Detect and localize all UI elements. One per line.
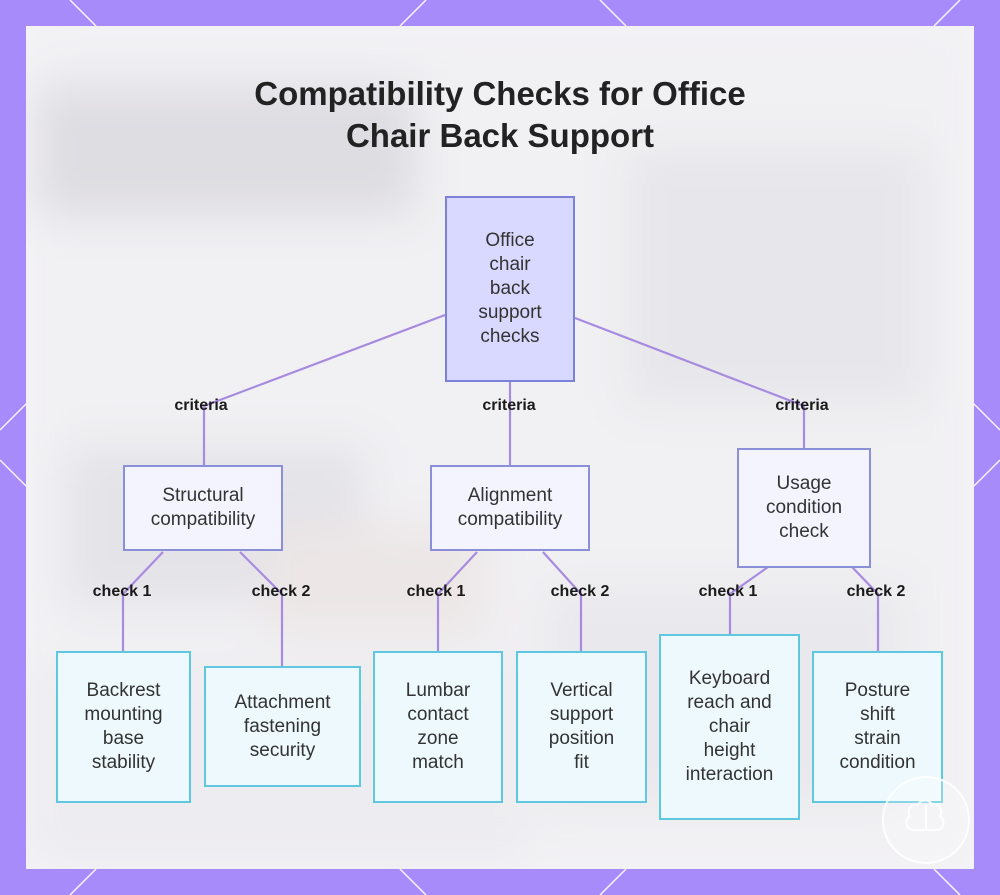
check-line: Backrest — [86, 680, 161, 701]
title-line-2: Chair Back Support — [345, 117, 655, 154]
edge-label-criteria-usage: criteria — [775, 397, 829, 414]
category-line: compatibility — [150, 509, 256, 530]
connector-structural-attachment — [239, 551, 284, 667]
root-node: Office chair back support checks — [445, 196, 575, 382]
connector-lines — [121, 313, 880, 667]
category-node-alignment: Alignment compatibility — [430, 465, 590, 551]
category-node-structural: Structural compatibility — [123, 465, 283, 551]
connector-root-structural — [202, 313, 446, 466]
root-line: back — [489, 278, 531, 299]
connector-root-usage — [574, 316, 806, 449]
check-line: zone — [417, 728, 459, 749]
connector-structural-backrest — [121, 551, 164, 652]
root-line: support — [478, 302, 542, 323]
check-line: stability — [91, 752, 156, 773]
category-line: Alignment — [467, 485, 553, 506]
check-node-attachment: Attachment fastening security — [204, 666, 361, 787]
category-line: compatibility — [457, 509, 563, 530]
check-line: support — [549, 704, 614, 725]
connector-usage-keyboard — [728, 566, 769, 635]
category-line: condition — [765, 497, 843, 518]
check-line: reach and — [687, 692, 772, 713]
logo-badge-icon — [882, 776, 970, 864]
root-line: Office — [485, 230, 535, 251]
connector-alignment-vertical — [542, 551, 583, 652]
check-line: chair — [708, 716, 751, 737]
brain-icon — [905, 799, 945, 831]
check-line: Vertical — [550, 680, 613, 701]
check-line: Posture — [844, 680, 911, 701]
check-line: strain — [854, 728, 901, 749]
check-line: contact — [407, 704, 469, 725]
check-line: position — [548, 728, 615, 749]
edge-label-check1-alignment: check 1 — [406, 583, 466, 600]
title-line-1: Compatibility Checks for Office — [254, 75, 746, 112]
root-line: checks — [480, 326, 540, 347]
edge-label-check2-alignment: check 2 — [550, 583, 610, 600]
category-line: Structural — [162, 485, 244, 506]
check-line: Attachment — [234, 691, 331, 713]
connector-alignment-lumbar — [436, 551, 478, 652]
edge-label-check1-usage: check 1 — [698, 583, 758, 600]
root-line: chair — [489, 254, 531, 275]
diagram-title: Compatibility Checks for Office Chair Ba… — [26, 73, 974, 157]
connector-usage-posture — [851, 566, 880, 652]
check-line: mounting — [84, 704, 163, 725]
root-node-text: Office chair back support checks — [478, 229, 541, 349]
edge-label-check2-usage: check 2 — [846, 583, 906, 600]
edge-label-criteria-structural: criteria — [174, 397, 228, 414]
check-line: fit — [574, 752, 589, 773]
check-line: fastening — [243, 715, 322, 737]
edge-label-check2-structural: check 2 — [251, 583, 311, 600]
check-line: interaction — [685, 764, 774, 785]
edge-label-check1-structural: check 1 — [92, 583, 152, 600]
check-line: height — [703, 740, 756, 761]
check-node-keyboard: Keyboard reach and chair height interact… — [659, 634, 800, 820]
diagram-panel: Compatibility Checks for Office Chair Ba… — [26, 26, 974, 869]
check-line: shift — [860, 704, 895, 725]
category-line: Usage — [776, 473, 832, 494]
check-line: base — [102, 728, 145, 749]
check-node-vertical: Vertical support position fit — [516, 651, 647, 803]
category-line: check — [779, 521, 829, 542]
check-node-backrest: Backrest mounting base stability — [56, 651, 191, 803]
category-node-usage: Usage condition check — [737, 448, 871, 568]
check-line: condition — [839, 752, 916, 773]
edge-label-criteria-alignment: criteria — [482, 397, 536, 414]
check-node-lumbar: Lumbar contact zone match — [373, 651, 503, 803]
check-line: match — [412, 752, 464, 773]
check-line: security — [249, 739, 316, 761]
check-line: Keyboard — [688, 668, 771, 689]
check-line: Lumbar — [405, 680, 471, 701]
